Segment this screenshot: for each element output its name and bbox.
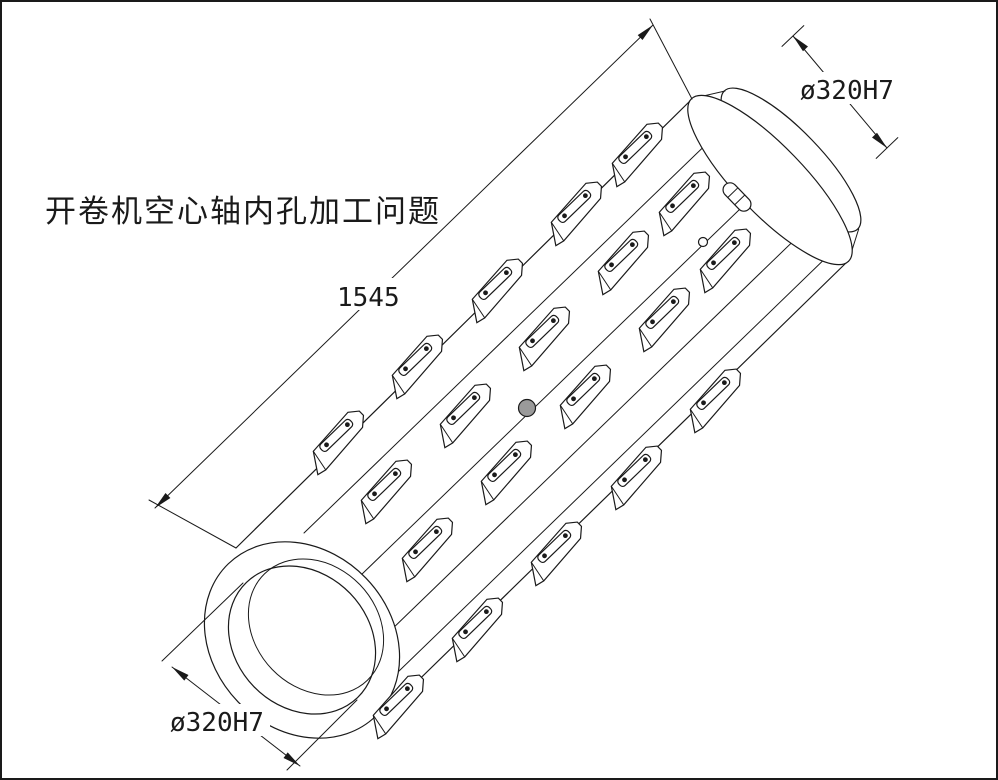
dimension-label-bore-bottom: ø320H7 — [170, 708, 264, 738]
dimension-bore-bottom: ø320H7 — [161, 582, 358, 771]
arrowhead — [637, 25, 653, 40]
arrowhead — [155, 493, 171, 508]
mandrel-drawing — [203, 87, 862, 741]
dimension-label-bore-top: ø320H7 — [800, 76, 894, 106]
label-backing — [798, 72, 900, 104]
dimension-length-1545: 1545 — [148, 18, 693, 549]
label-backing — [330, 278, 406, 310]
bore-inner-depth — [247, 558, 385, 696]
body-line-1 — [303, 129, 722, 534]
body-line-3 — [387, 222, 813, 634]
dimension-line — [154, 24, 654, 509]
witness-line-bottom — [148, 499, 237, 549]
arrowhead — [283, 752, 300, 766]
drawing-title: 开卷机空心轴内孔加工问题 — [45, 194, 441, 230]
shaft-pin-hole — [517, 398, 537, 418]
witness-line-top — [649, 18, 693, 100]
dimension-bore-top: ø320H7 — [781, 25, 900, 159]
witness-line-lower — [286, 699, 358, 771]
bore-outer-edge — [227, 565, 377, 715]
end-grip-detail — [722, 182, 752, 212]
arrowhead — [172, 667, 189, 681]
label-backing — [166, 704, 270, 736]
dimension-label-length: 1545 — [337, 283, 400, 313]
arrowhead — [793, 36, 808, 52]
witness-line-upper — [161, 582, 244, 662]
arrowhead — [872, 132, 887, 148]
body-line-4 — [397, 247, 837, 673]
end-small-hole — [697, 236, 709, 248]
